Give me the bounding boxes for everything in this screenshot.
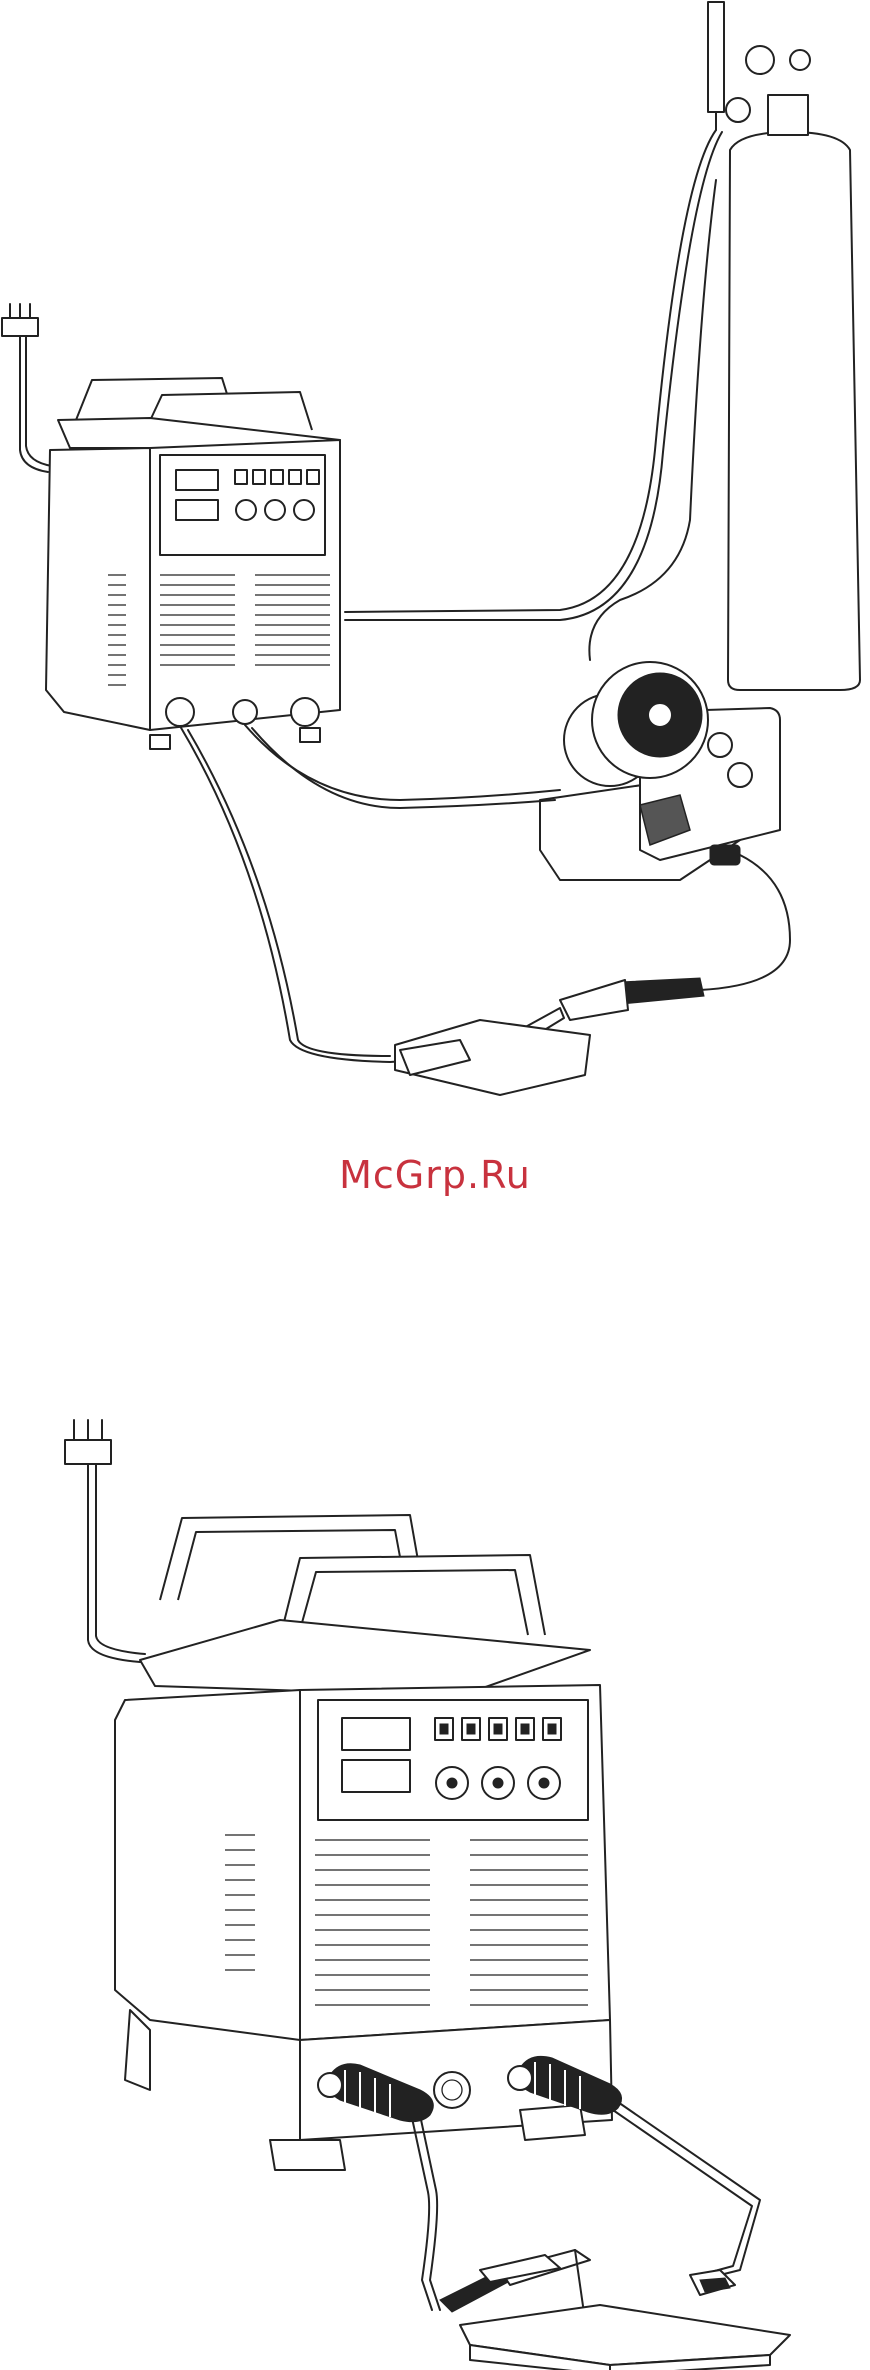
welding-machine-icon [46, 378, 340, 749]
wire-feeder-icon [540, 662, 790, 990]
workpiece-icon [395, 1020, 590, 1095]
switch-row-icon [435, 1718, 561, 1740]
mma-setup-figure [0, 1400, 870, 2370]
workpiece-icon [460, 2305, 790, 2370]
power-plug-icon [2, 304, 52, 472]
mma-setup-illustration [0, 1400, 870, 2370]
mig-setup-illustration [0, 0, 870, 1120]
watermark-text: McGrp.Ru [0, 1153, 870, 1197]
switch-row-icon [235, 470, 319, 484]
power-plug-icon [65, 1420, 145, 1662]
welding-machine-icon [115, 1515, 622, 2170]
mig-setup-figure [0, 0, 870, 1120]
gas-cylinder-icon [708, 2, 860, 690]
knob-row-icon [236, 500, 314, 520]
knob-row-icon [436, 1767, 560, 1799]
